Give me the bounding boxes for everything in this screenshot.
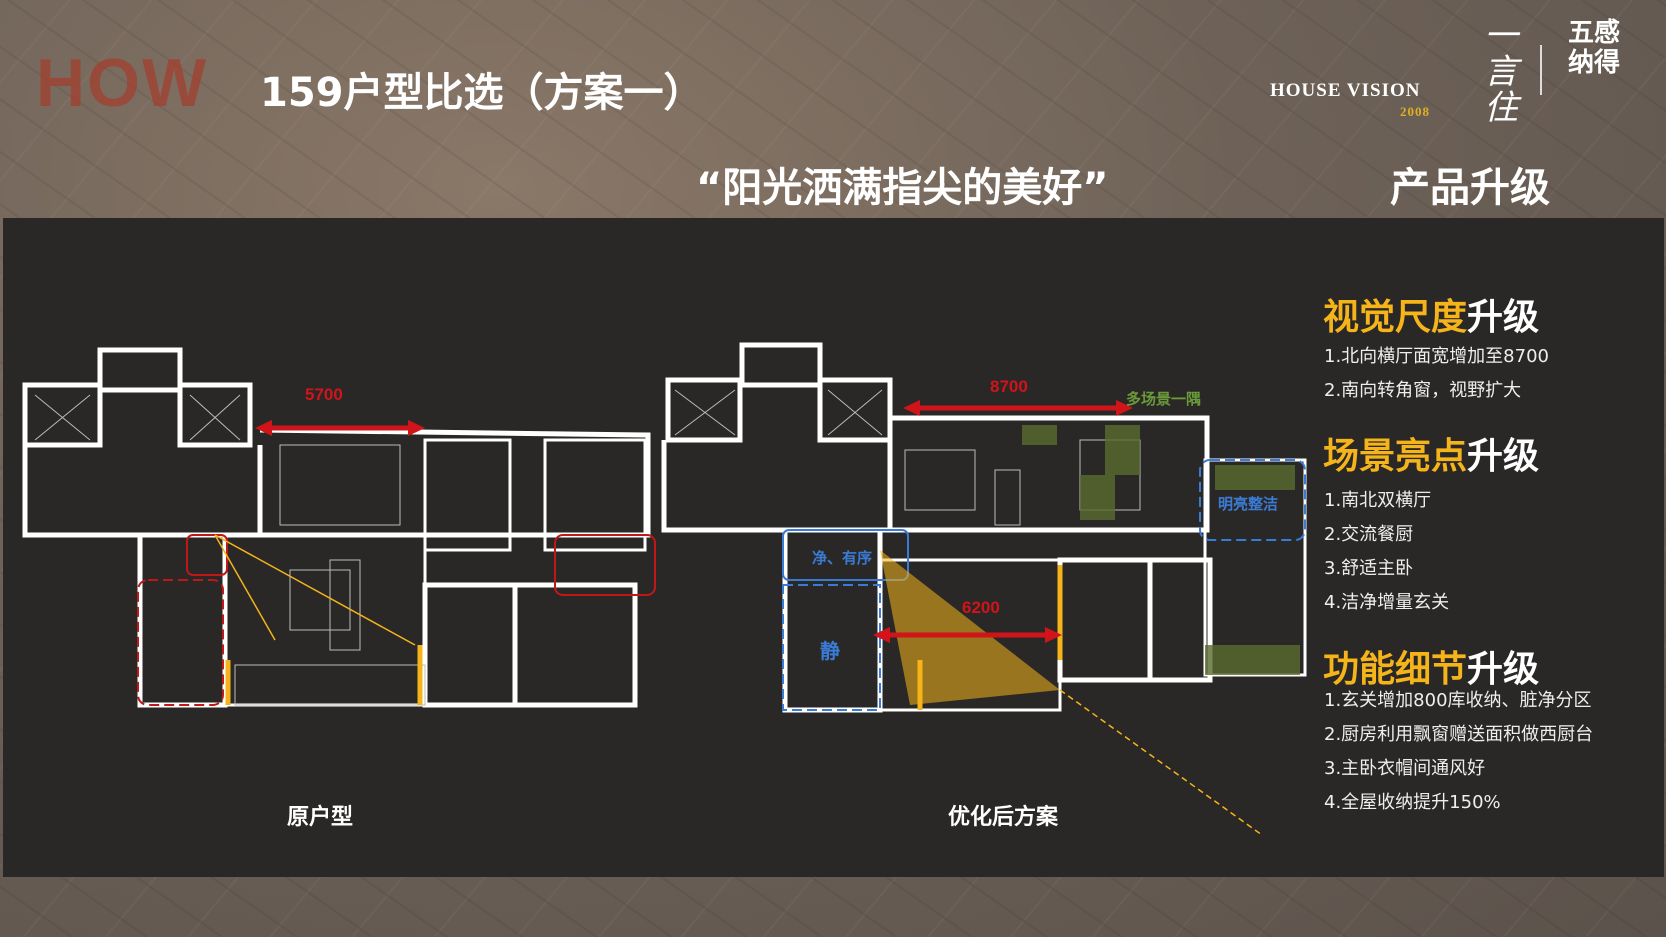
dimension-label-8700: 8700 [990, 377, 1028, 396]
original-floor-plan [22, 347, 656, 708]
content-panel [3, 218, 1664, 877]
logo-brand-cn: 一言住 [1484, 16, 1518, 128]
section-title: 产品升级 [1390, 165, 1550, 211]
feature-item: 2.厨房利用飘窗赠送面积做西厨台 [1324, 724, 1594, 745]
dimension-6200 [873, 627, 1062, 643]
tag-scene-corner: 多场景一隅 [1126, 390, 1202, 408]
feature-item: 2.交流餐厨 [1324, 524, 1414, 545]
feature-item: 1.北向横厅面宽增加至8700 [1324, 346, 1549, 367]
tag-clean-ordered: 净、有序 [812, 549, 873, 567]
logo-brand-en: HOUSE VISION [1270, 80, 1421, 101]
feature-heading-visual: 视觉尺度升级 [1323, 297, 1540, 338]
dimension-label-5700: 5700 [305, 385, 343, 404]
feature-heading-scene: 场景亮点升级 [1323, 436, 1540, 477]
feature-item: 4.全屋收纳提升150% [1324, 792, 1501, 813]
tag-quiet: 静 [820, 639, 840, 663]
feature-item: 2.南向转角窗，视野扩大 [1324, 380, 1522, 401]
dimension-8700 [903, 400, 1133, 416]
page-title: 159户型比选（方案一） [260, 70, 704, 116]
partner-logo: 五感纳得 [1568, 18, 1621, 78]
dimension-label-6200: 6200 [962, 598, 1000, 617]
tag-bright-tidy: 明亮整洁 [1218, 495, 1279, 513]
how-watermark: HOW [36, 45, 209, 121]
optimized-floor-plan [661, 342, 1307, 836]
feature-item: 3.主卧衣帽间通风好 [1324, 758, 1486, 779]
caption-original-plan: 原户型 [287, 805, 354, 830]
feature-item: 1.南北双横厅 [1324, 490, 1432, 511]
dimension-5700 [255, 420, 425, 436]
slogan: “阳光洒满指尖的美好” [696, 165, 1109, 211]
logo-divider [1540, 45, 1542, 95]
feature-heading-function: 功能细节升级 [1323, 649, 1540, 690]
feature-item: 4.洁净增量玄关 [1324, 592, 1450, 613]
caption-optimized-plan: 优化后方案 [948, 805, 1059, 830]
logo-year: 2008 [1400, 104, 1430, 119]
feature-item: 1.玄关增加800库收纳、脏净分区 [1324, 690, 1592, 711]
feature-item: 3.舒适主卧 [1324, 558, 1414, 579]
